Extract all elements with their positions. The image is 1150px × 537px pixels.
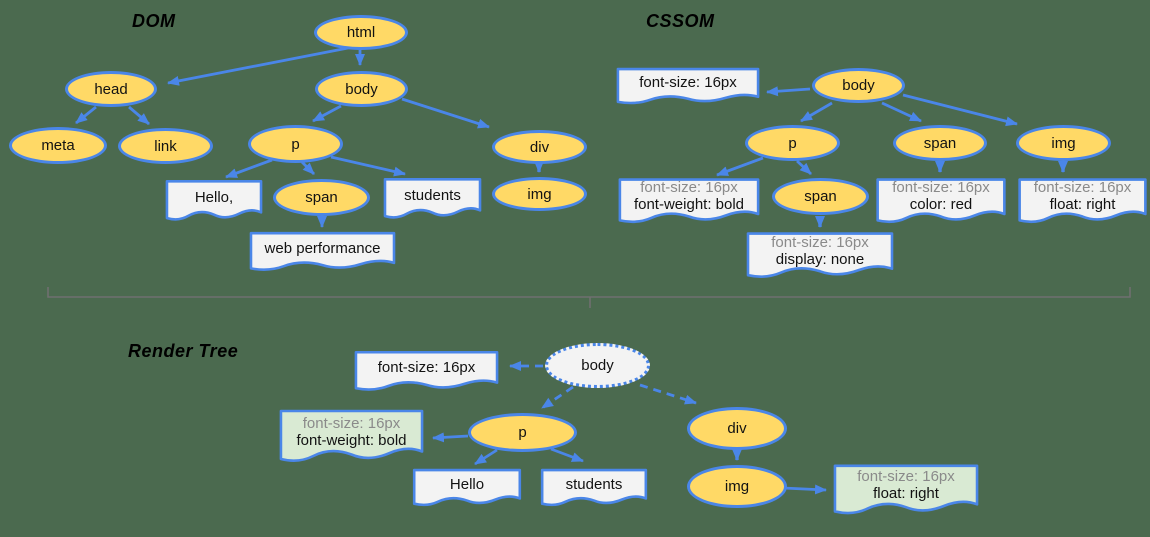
document-shape xyxy=(165,179,263,225)
arrow-p-students xyxy=(330,155,406,177)
cssom-node-img: img xyxy=(1016,125,1111,161)
arrow-cssom-body-p xyxy=(800,101,833,123)
arrow-cssom-body-rule xyxy=(766,86,811,97)
document-shape xyxy=(278,408,425,468)
document-shape xyxy=(875,177,1007,228)
arrow-rt-body-div xyxy=(639,383,697,405)
document-shape xyxy=(617,177,761,228)
document-shape xyxy=(615,67,761,108)
document-shape xyxy=(745,231,895,283)
render-style-body: font-size: 16px xyxy=(353,350,500,395)
render-tree-title: Render Tree xyxy=(128,341,239,361)
arrow-rt-p-students xyxy=(550,447,584,463)
render-textnode-hello: Hello xyxy=(412,468,522,510)
cssom-rule-body: font-size: 16px xyxy=(615,67,761,108)
document-shape xyxy=(353,350,500,395)
cssom-title: CSSOM xyxy=(646,11,715,31)
dom-textnode-students: students xyxy=(383,177,482,223)
dom-node-body: body xyxy=(315,71,408,107)
dom-node-p: p xyxy=(248,125,343,163)
arrow-rt-p-hello xyxy=(474,448,498,466)
document-shape xyxy=(248,231,397,275)
arrow-cssom-body-img xyxy=(902,93,1018,127)
document-shape xyxy=(832,463,980,520)
arrow-rt-p-rule xyxy=(432,432,469,443)
render-node-p: p xyxy=(468,413,577,452)
cssom-node-p: p xyxy=(745,125,840,161)
dom-node-div: div xyxy=(492,130,587,164)
render-node-body: body xyxy=(545,343,650,388)
document-shape xyxy=(1017,177,1148,228)
dom-node-img: img xyxy=(492,177,587,211)
dom-node-meta: meta xyxy=(9,127,107,164)
arrow-rt-img-rule xyxy=(782,484,827,495)
dom-node-html: html xyxy=(314,15,408,50)
divider-brace xyxy=(47,287,1131,308)
render-textnode-students: students xyxy=(540,468,648,510)
document-shape xyxy=(383,177,482,223)
arrow-head-meta xyxy=(75,105,97,125)
dom-textnode-hello: Hello, xyxy=(165,179,263,225)
arrow-rt-body-p xyxy=(541,385,574,410)
dom-node-head: head xyxy=(65,71,157,107)
document-shape xyxy=(412,468,522,510)
arrow-html-head xyxy=(167,46,349,86)
document-shape xyxy=(540,468,648,510)
arrow-head-link xyxy=(128,105,150,126)
cssom-node-span: span xyxy=(893,125,987,161)
arrow-p-hello xyxy=(225,158,273,179)
arrow-p-span xyxy=(301,161,315,175)
dom-node-span: span xyxy=(273,179,370,216)
arrow-body-div xyxy=(401,97,490,129)
arrow-cssom-p-rule xyxy=(716,156,764,177)
arrow-cssom-body-span xyxy=(881,101,922,123)
arrow-body-p xyxy=(312,104,342,123)
dom-title: DOM xyxy=(132,11,176,31)
cssom-node-span-child: span xyxy=(772,178,869,215)
dom-node-link: link xyxy=(118,128,213,164)
render-node-div: div xyxy=(687,407,787,450)
arrow-cssom-p-span xyxy=(796,159,812,176)
cssom-node-body: body xyxy=(812,68,905,103)
dom-textnode-web-performance: web performance xyxy=(248,231,397,275)
render-node-img: img xyxy=(687,465,787,508)
